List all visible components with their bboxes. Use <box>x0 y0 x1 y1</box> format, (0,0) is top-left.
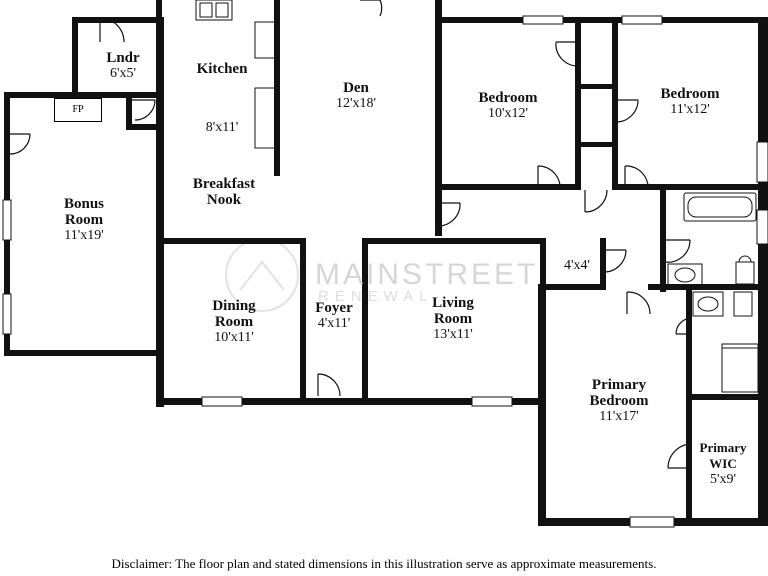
room-label-primary-wic: Primary WIC 5'x9' <box>699 440 747 487</box>
room-label-laundry: Lndr 6'x5' <box>106 50 140 81</box>
room-label-closet: 4'x4' <box>563 258 591 273</box>
disclaimer-text: Disclaimer: The floor plan and stated di… <box>111 556 657 571</box>
room-label-bonus-room: Bonus Room 11'x19' <box>63 196 105 243</box>
interior-walls <box>72 0 768 525</box>
door-swings <box>9 0 693 469</box>
room-label-breakfast-nook: Breakfast Nook <box>192 176 256 208</box>
room-label-living-room: Living Room 13'x11' <box>432 295 474 342</box>
fixtures <box>195 0 759 393</box>
room-label-kitchen-dim: 8'x11' <box>205 120 239 135</box>
windows <box>2 15 768 528</box>
room-label-kitchen: Kitchen <box>196 61 248 77</box>
room-label-foyer: Foyer 4'x11' <box>315 300 353 331</box>
room-label-bedroom-1: Bedroom 10'x12' <box>478 90 538 121</box>
room-label-bedroom-2: Bedroom 11'x12' <box>660 86 720 117</box>
room-label-primary-bedroom: Primary Bedroom 11'x17' <box>589 377 649 424</box>
watermark-text: MAINSTREET <box>315 258 539 291</box>
room-label-den: Den 12'x18' <box>335 80 377 111</box>
watermark-subtext: RENEWAL <box>318 288 434 305</box>
fireplace: FP <box>54 98 102 122</box>
room-label-dining-room: Dining Room 10'x11' <box>212 298 256 345</box>
